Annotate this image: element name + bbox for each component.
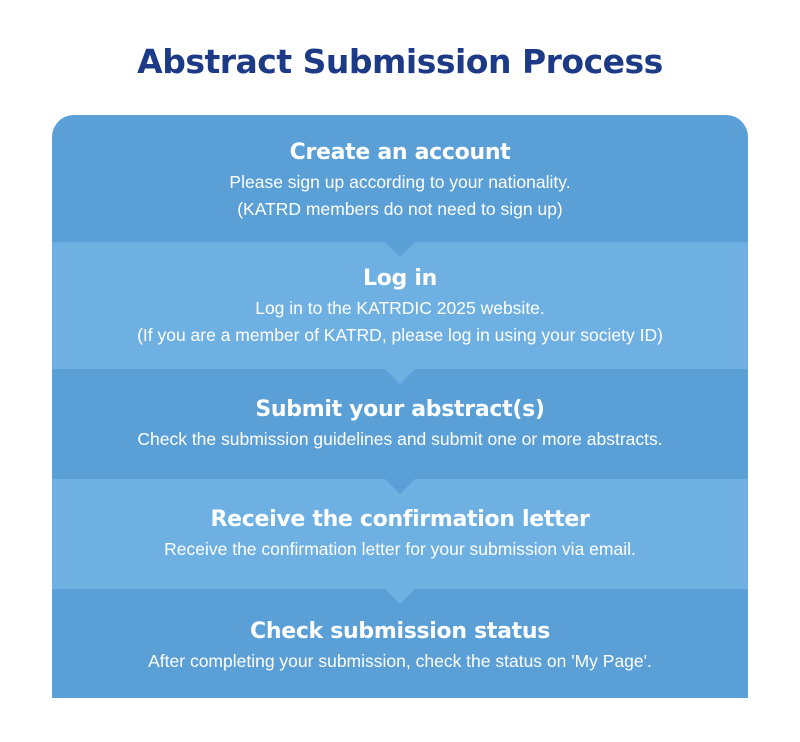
step-description: Check the submission guidelines and subm… (137, 429, 663, 449)
step-title: Submit your abstract(s) (255, 397, 545, 422)
step-description: After completing your submission, check … (148, 651, 652, 671)
step-description: Receive the confirmation letter for your… (164, 539, 636, 559)
step-create-account: Create an account Please sign up accordi… (52, 115, 748, 242)
step-title: Log in (363, 266, 437, 291)
step-description: Log in to the KATRDIC 2025 website. (255, 298, 545, 318)
process-flow: Create an account Please sign up accordi… (52, 115, 748, 698)
flow-arrow-down (385, 589, 415, 604)
step-title: Check submission status (249, 619, 551, 644)
step-submit-abstract: Submit your abstract(s) Check the submis… (52, 369, 748, 479)
step-confirmation-letter: Receive the confirmation letter Receive … (52, 479, 748, 589)
step-description: Please sign up according to your nationa… (229, 172, 571, 192)
flow-arrow-down (385, 369, 415, 384)
step-check-status: Check submission status After completing… (52, 589, 748, 698)
step-description: (KATRD members do not need to sign up) (237, 199, 563, 219)
flow-arrow-down (385, 242, 415, 257)
step-title: Receive the confirmation letter (210, 507, 590, 532)
step-title: Create an account (289, 140, 511, 165)
step-description: (If you are a member of KATRD, please lo… (137, 325, 663, 345)
flow-arrow-down (385, 479, 415, 494)
step-log-in: Log in Log in to the KATRDIC 2025 websit… (52, 242, 748, 369)
page-title: Abstract Submission Process (137, 42, 663, 81)
